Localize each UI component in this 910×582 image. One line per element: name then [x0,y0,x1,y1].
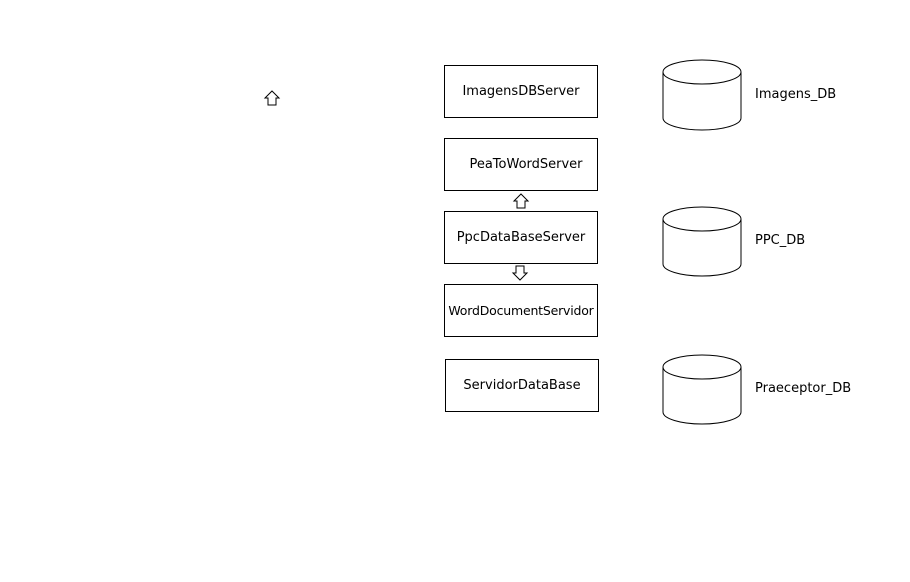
servidor-database-box: ServidorDataBase [445,359,599,412]
praeceptor-db-label: Praeceptor_DB [755,381,852,396]
ppc-database-server-box: PpcDataBaseServer [444,211,598,264]
database-cylinder-icon [662,59,742,131]
up-arrow-icon [512,193,530,209]
ppc-db-label: PPC_DB [755,233,806,248]
pea-to-word-server-box: PeaToWordServer [444,138,598,191]
database-cylinder-icon [662,354,742,425]
up-arrow-icon [263,90,281,106]
imagens-db-server-box: ImagensDBServer [444,65,598,118]
database-cylinder-icon [662,206,742,277]
imagens-db-label: Imagens_DB [755,87,837,102]
down-arrow-icon [511,265,529,281]
word-document-servidor-box: WordDocumentServidor [444,284,598,337]
